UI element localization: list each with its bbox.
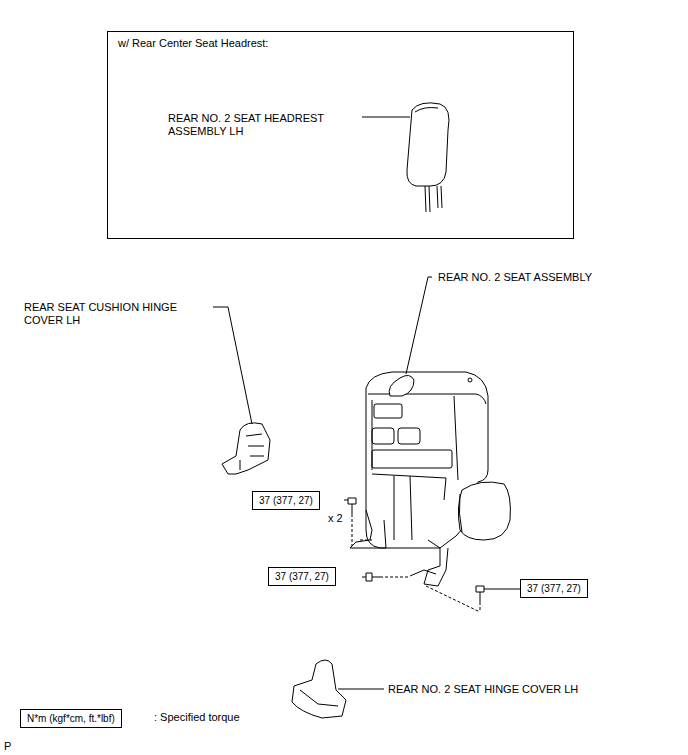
part-name: REAR NO. 2 SEAT ASSEMBLY bbox=[438, 271, 638, 284]
hinge-bracket bbox=[424, 540, 448, 586]
headrest-stays bbox=[425, 186, 442, 212]
hinge-cover bbox=[222, 423, 270, 474]
leader-line bbox=[362, 117, 410, 118]
figure-code: P bbox=[4, 740, 24, 753]
seat-pocket bbox=[374, 404, 402, 418]
hinge-bracket bbox=[350, 510, 386, 548]
leader-line bbox=[484, 589, 520, 590]
torque-box: 37 (377, 27) bbox=[268, 567, 336, 586]
seat-hole bbox=[468, 378, 472, 382]
headrest-seam bbox=[415, 108, 438, 113]
torque-value: N*m (kgf*cm, ft.*lbf) bbox=[27, 713, 115, 724]
bolt bbox=[476, 586, 484, 602]
seat-frame bbox=[372, 396, 458, 480]
side-cushion-seam bbox=[459, 494, 462, 532]
variant-frame: w/ Rear Center Seat Headrest: REAR NO. 2 … bbox=[107, 31, 574, 239]
legend-unit-box: N*m (kgf*cm, ft.*lbf) bbox=[20, 709, 122, 728]
leader-line bbox=[406, 277, 432, 374]
leader-line bbox=[213, 307, 252, 424]
part-name: REAR NO. 2 SEAT HINGE COVER LH bbox=[388, 683, 648, 696]
hinge-cover-detail bbox=[300, 690, 338, 706]
seat-edge bbox=[368, 394, 486, 404]
leader-line bbox=[338, 689, 384, 690]
part-name: REAR NO. 2 SEAT HEADREST ASSEMBLY LH bbox=[168, 112, 353, 138]
variant-heading: w/ Rear Center Seat Headrest: bbox=[118, 37, 418, 50]
torque-value: 37 (377, 27) bbox=[275, 571, 329, 582]
torque-box: 37 (377, 27) bbox=[252, 491, 320, 510]
leader-line bbox=[362, 577, 366, 578]
side-cushion bbox=[458, 482, 510, 540]
part-name: REAR SEAT CUSHION HINGE COVER LH bbox=[24, 301, 212, 327]
bolt-path bbox=[352, 514, 372, 546]
seat-pocket bbox=[398, 428, 420, 444]
bolt-path bbox=[380, 577, 480, 612]
legend-text: : Specified torque bbox=[154, 711, 294, 724]
quantity: x 2 bbox=[328, 512, 358, 525]
hinge-bracket bbox=[410, 570, 436, 576]
torque-value: 37 (377, 27) bbox=[259, 495, 313, 506]
leader-line bbox=[344, 500, 348, 501]
hinge-cover bbox=[292, 660, 346, 718]
torque-value: 37 (377, 27) bbox=[527, 583, 581, 594]
seat-lines bbox=[372, 474, 446, 540]
seat-panel bbox=[372, 450, 452, 468]
bolt bbox=[366, 573, 380, 581]
bolt bbox=[348, 498, 356, 514]
headrest-stowed bbox=[389, 375, 414, 396]
hinge-cover-detail bbox=[240, 434, 264, 470]
torque-box: 37 (377, 27) bbox=[520, 579, 588, 598]
seat-pocket bbox=[372, 428, 394, 444]
headrest bbox=[407, 103, 449, 186]
